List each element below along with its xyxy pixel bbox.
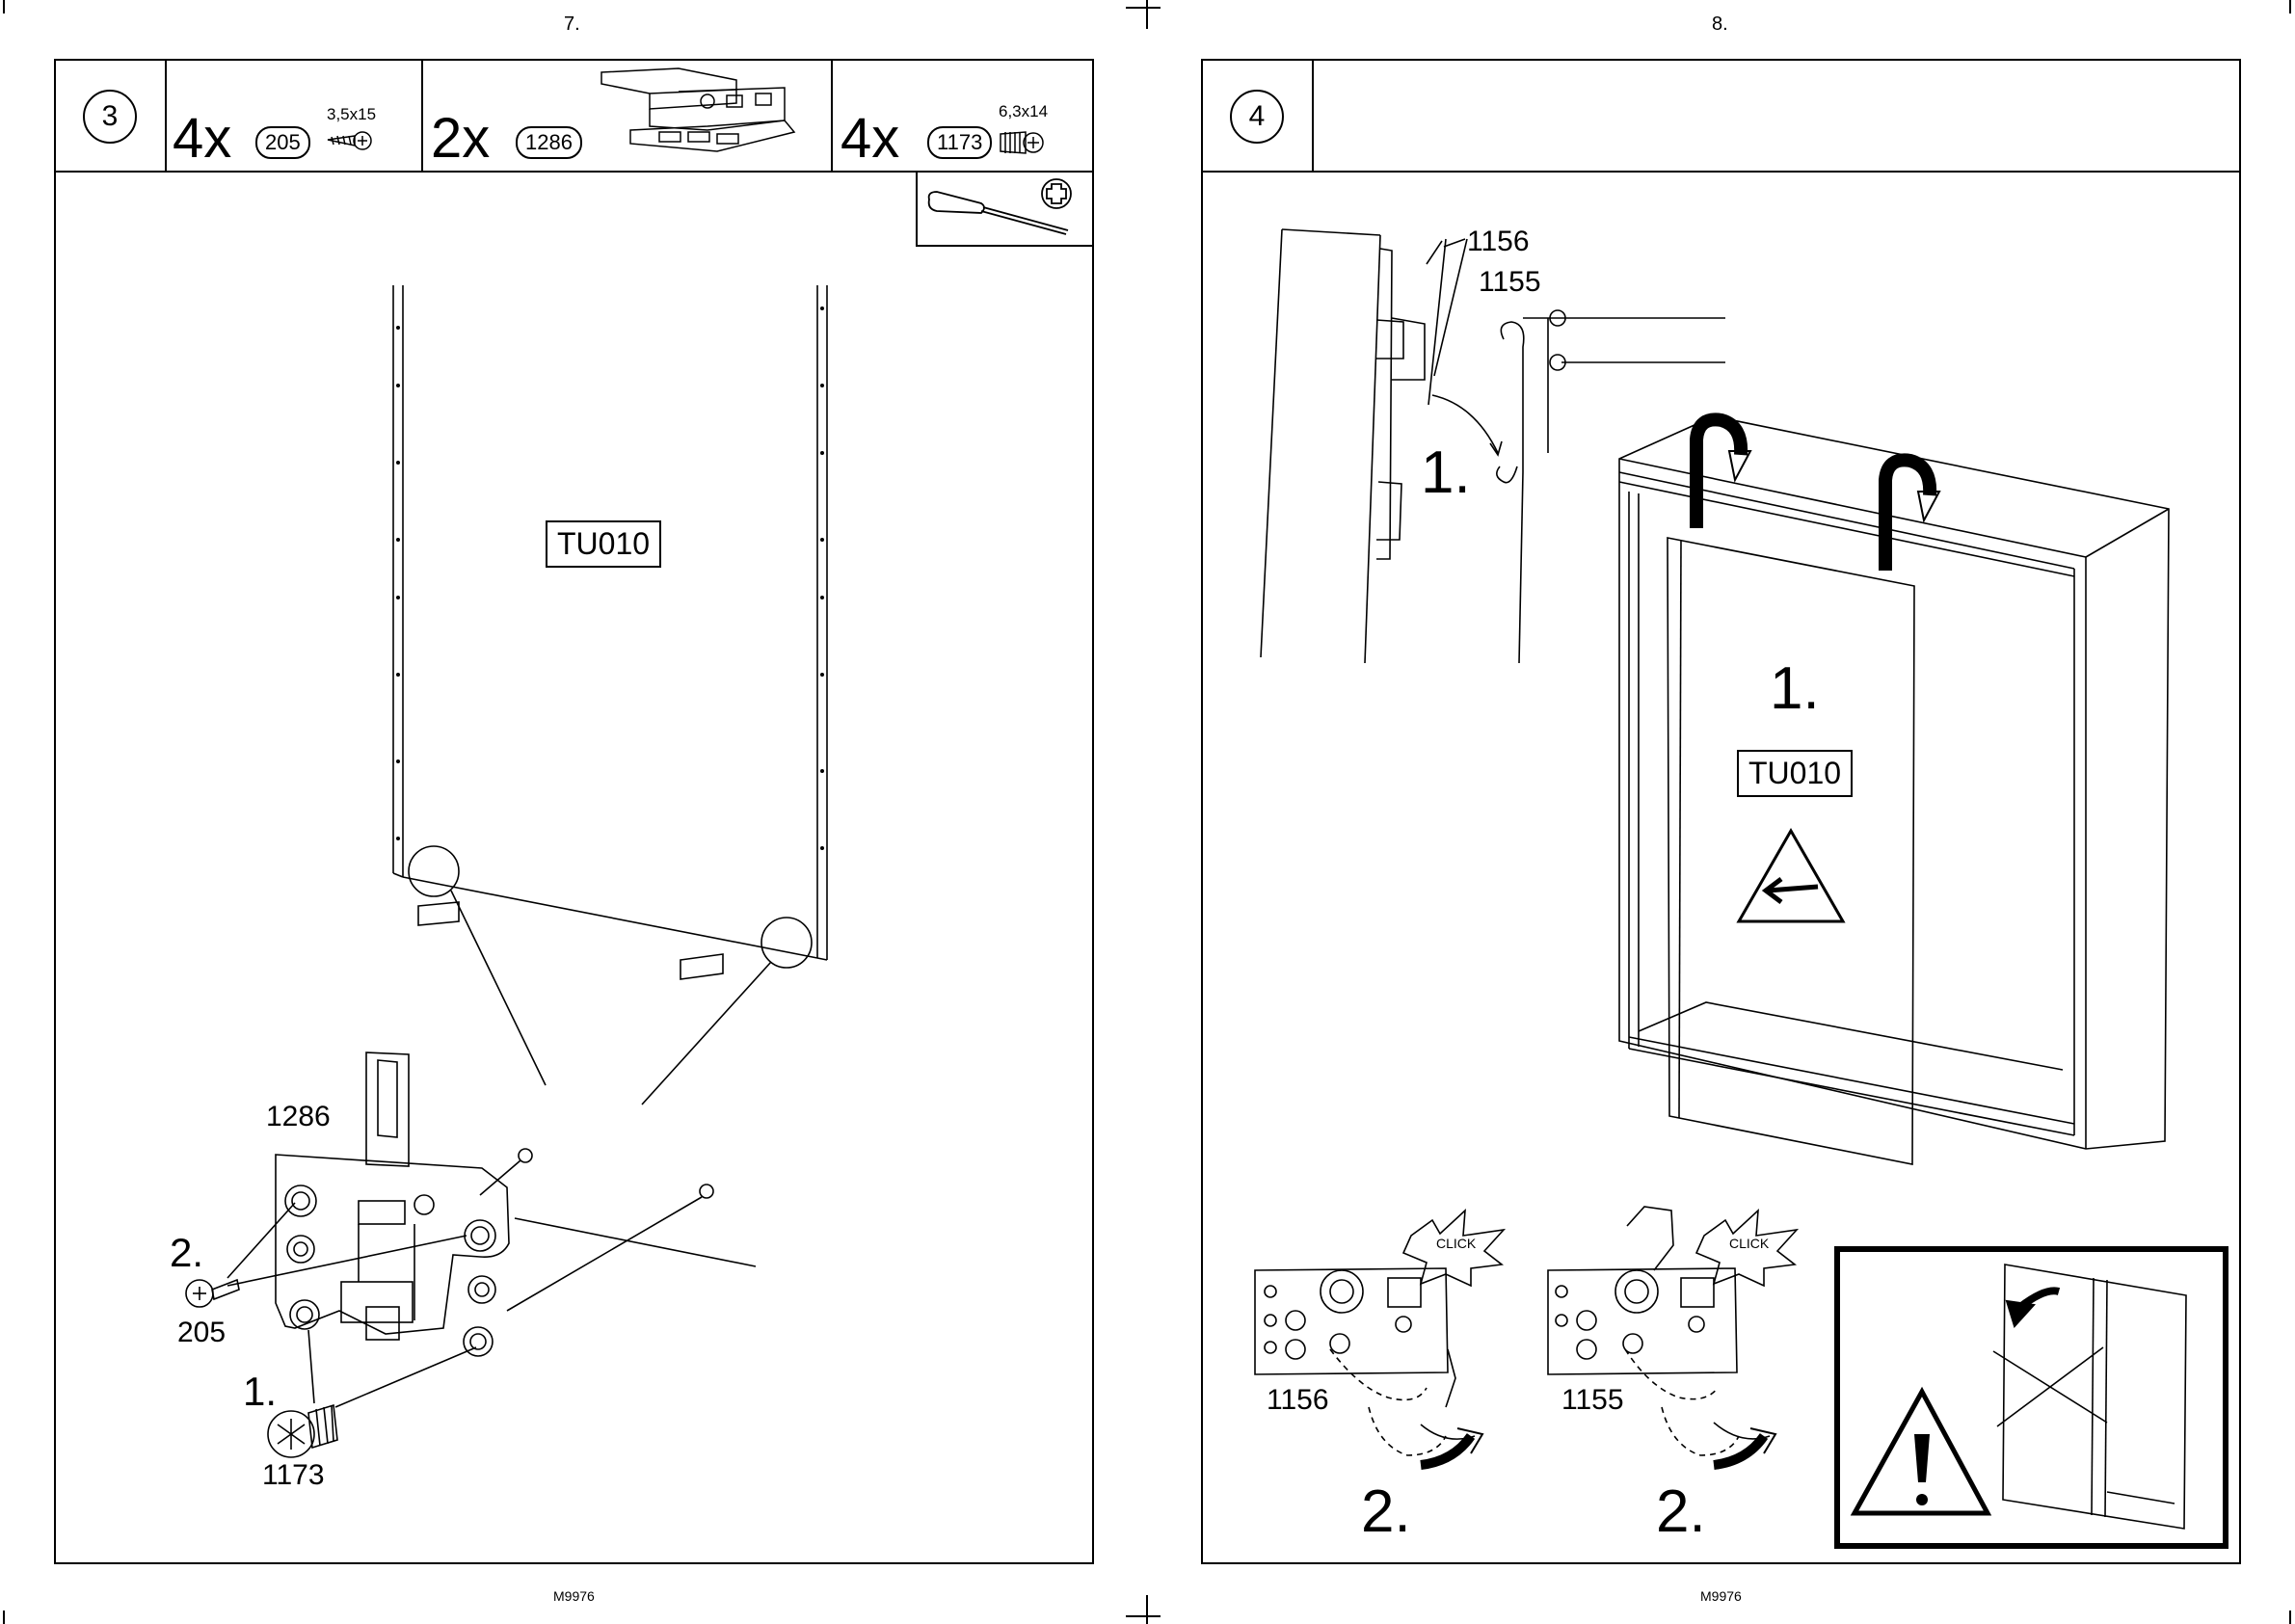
click-label-2: CLICK xyxy=(1729,1236,1769,1251)
detail-step1-label: 1. xyxy=(1421,443,1471,503)
door-step1-label: 1. xyxy=(1770,659,1820,719)
footer-code-right: M9976 xyxy=(1700,1588,1742,1604)
door-label: TU010 xyxy=(1737,750,1853,797)
bottom-1155-label: 1155 xyxy=(1561,1384,1624,1417)
click-label-1: CLICK xyxy=(1436,1236,1476,1251)
part-1156-label: 1156 xyxy=(1467,226,1530,258)
step2-label-b: 2. xyxy=(1656,1482,1706,1542)
bottom-1156-label: 1156 xyxy=(1267,1384,1329,1417)
part-1155-label: 1155 xyxy=(1479,266,1541,299)
step2-label-a: 2. xyxy=(1361,1482,1411,1542)
